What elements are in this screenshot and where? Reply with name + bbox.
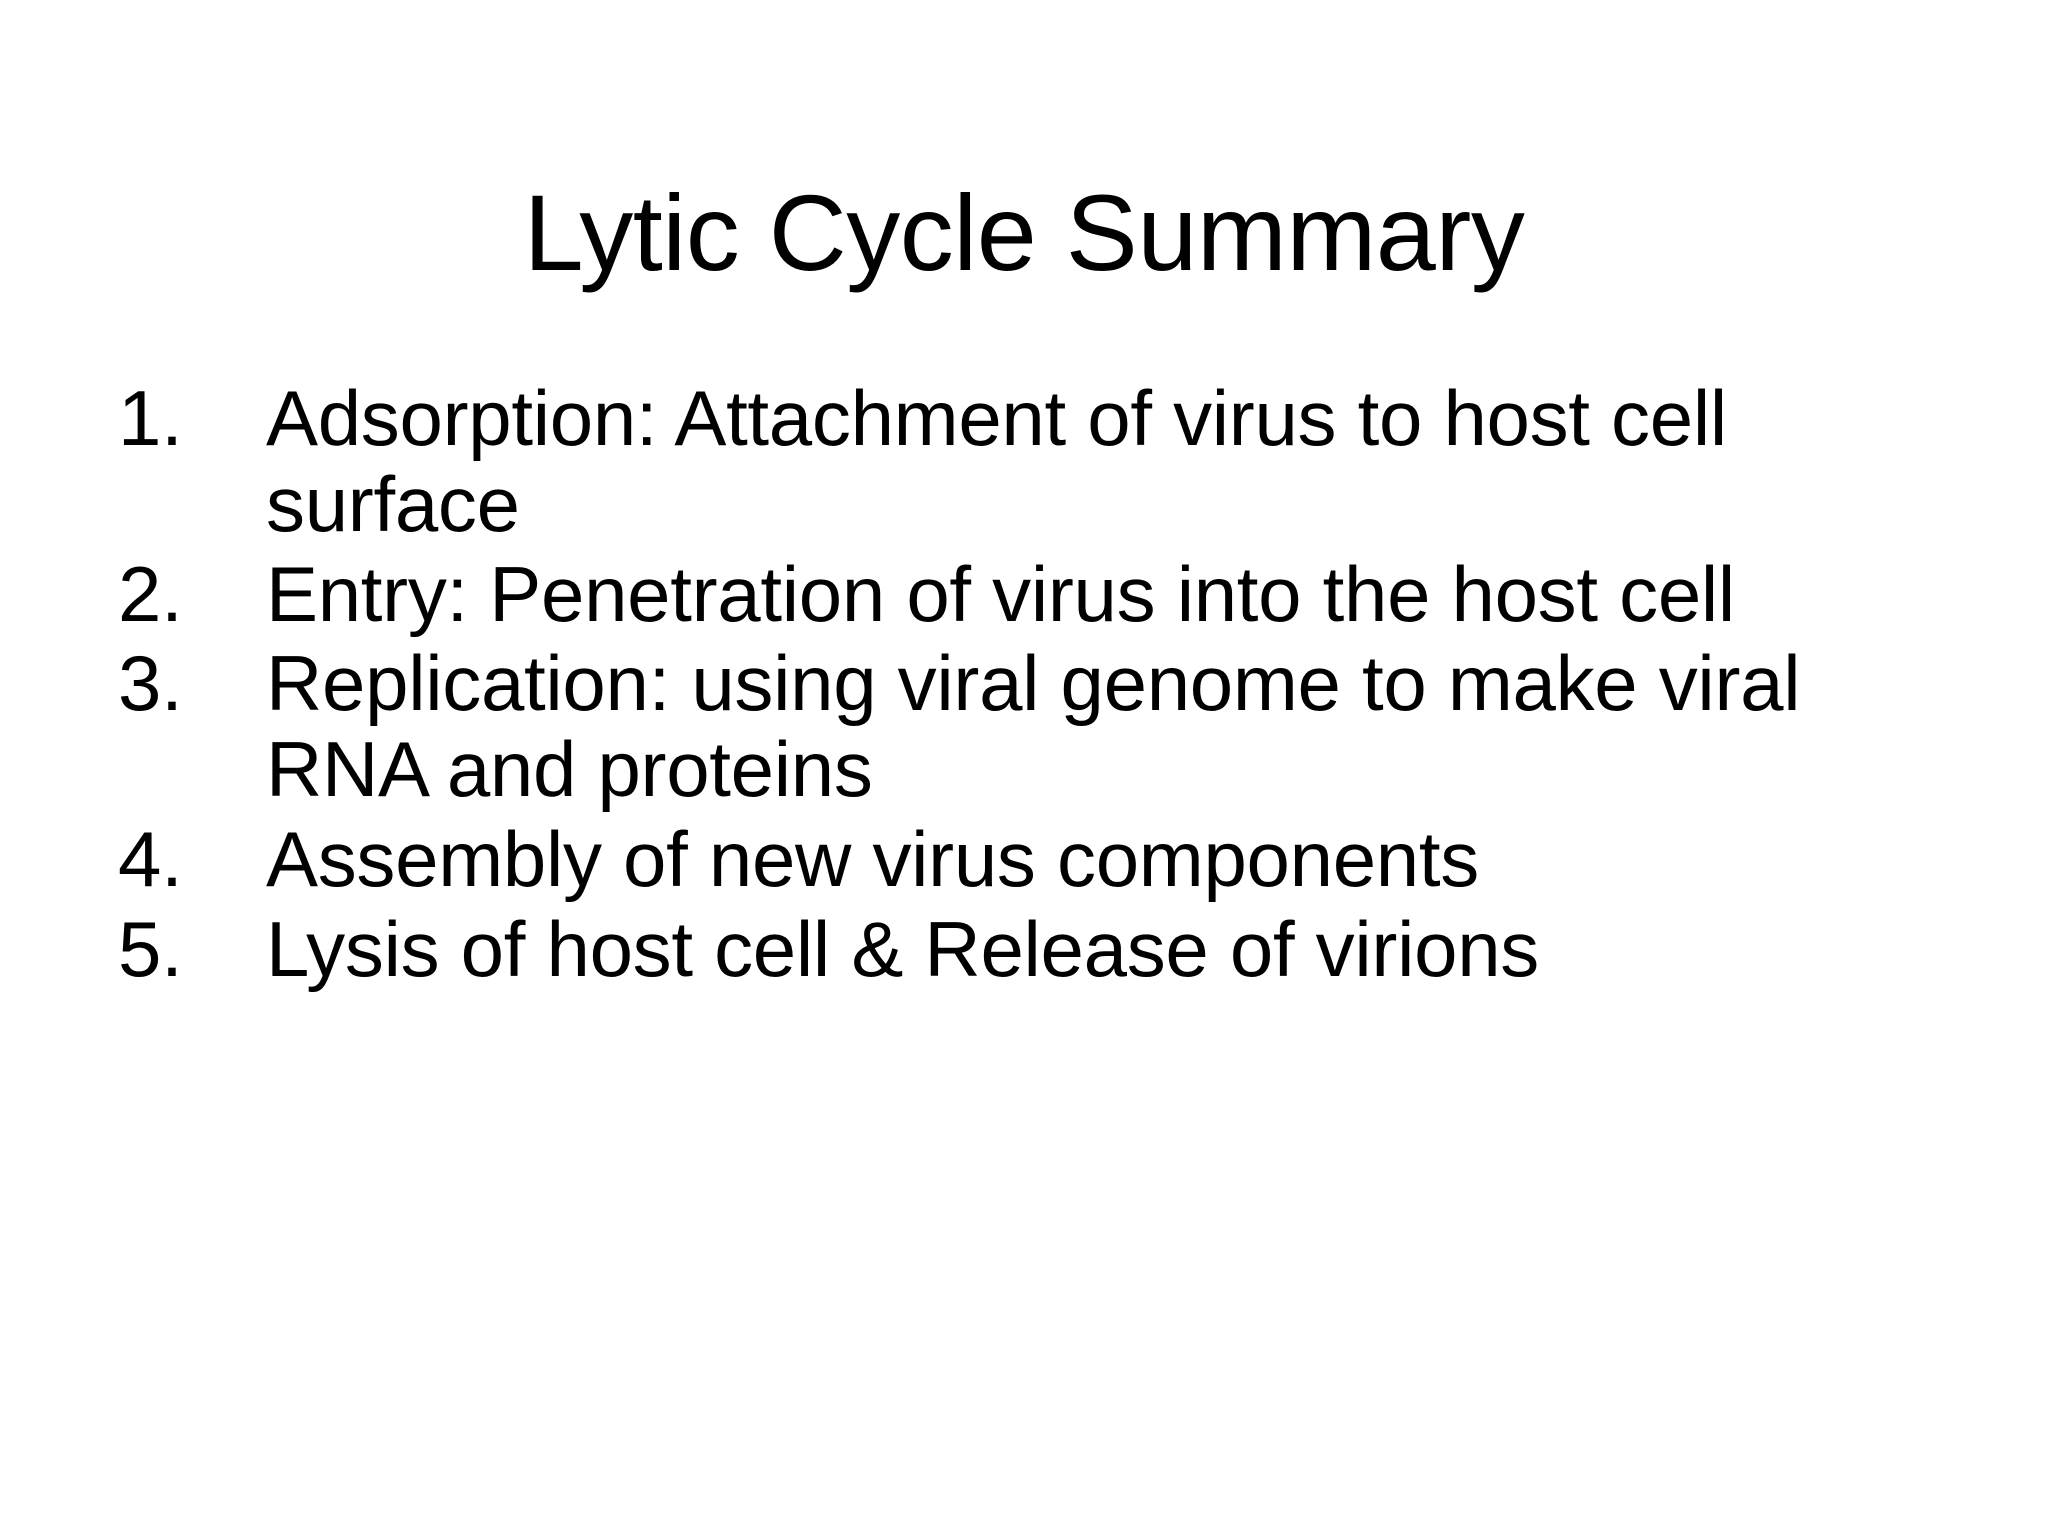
list-item-number: 4. bbox=[118, 814, 183, 903]
list-item: 2. Entry: Penetration of virus into the … bbox=[118, 549, 1978, 638]
page-title: Lytic Cycle Summary bbox=[523, 172, 1525, 294]
list-item-text: Replication: using viral genome to make … bbox=[266, 639, 1801, 814]
list-item: 1. Adsorption: Attachment of virus to ho… bbox=[118, 374, 1978, 548]
list-item: 5. Lysis of host cell & Release of virio… bbox=[118, 904, 1978, 993]
list-item-text: Assembly of new virus components bbox=[266, 814, 1479, 903]
list-item: 3. Replication: using viral genome to ma… bbox=[118, 641, 1978, 813]
list-item-text: Entry: Penetration of virus into the hos… bbox=[266, 549, 1735, 638]
list-item-text: Adsorption: Attachment of virus to host … bbox=[266, 374, 1727, 548]
list-item-number: 2. bbox=[118, 549, 183, 638]
numbered-list: 1. Adsorption: Attachment of virus to ho… bbox=[118, 374, 1978, 997]
list-item-number: 3. bbox=[118, 639, 183, 728]
list-item-text: Lysis of host cell & Release of virions bbox=[266, 904, 1539, 993]
list-item-number: 5. bbox=[118, 904, 183, 993]
list-item: 4. Assembly of new virus components bbox=[118, 814, 1978, 903]
list-item-number: 1. bbox=[118, 374, 183, 462]
